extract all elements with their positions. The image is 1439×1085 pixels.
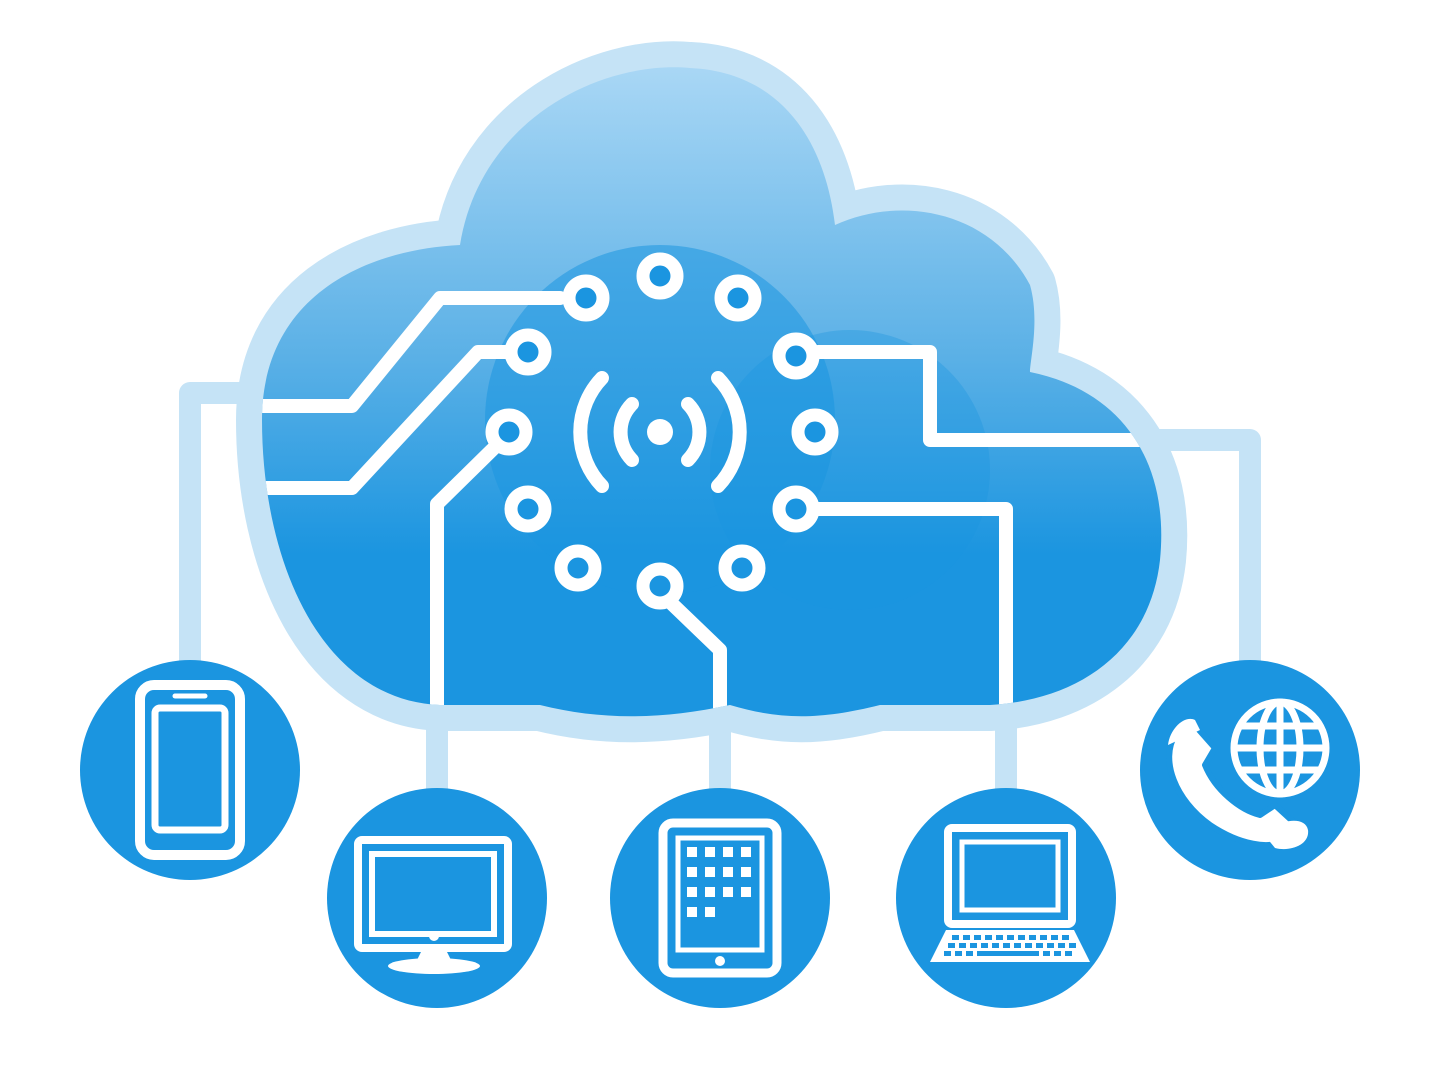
smartphone-icon bbox=[135, 680, 245, 860]
pad bbox=[718, 544, 766, 592]
laptop-icon bbox=[930, 824, 1090, 962]
device-smartphone bbox=[80, 660, 300, 880]
connector-phone-globe bbox=[1150, 429, 1261, 670]
tablet-app-grid bbox=[687, 847, 751, 917]
circuit-pads bbox=[485, 252, 839, 610]
circuit-traces bbox=[262, 291, 1162, 717]
monitor-icon bbox=[354, 836, 512, 974]
pad bbox=[562, 274, 610, 322]
telephone-handset-icon bbox=[1166, 718, 1309, 850]
device-internet-phone bbox=[1140, 660, 1360, 880]
pad bbox=[504, 328, 552, 376]
pad bbox=[636, 562, 684, 610]
pad bbox=[772, 485, 820, 533]
globe-icon bbox=[1230, 698, 1330, 798]
trace-mid-left bbox=[262, 345, 517, 495]
pad bbox=[714, 274, 762, 322]
device-tablet bbox=[610, 788, 830, 1008]
pad bbox=[636, 252, 684, 300]
laptop-keyboard bbox=[944, 935, 1076, 956]
pad bbox=[772, 332, 820, 380]
phone-globe-icon bbox=[1166, 698, 1330, 850]
trace-lower-left bbox=[430, 441, 501, 717]
pad bbox=[554, 544, 602, 592]
device-laptop bbox=[896, 788, 1116, 1008]
device-monitor bbox=[327, 788, 547, 1008]
wireless-signal-icon bbox=[573, 371, 747, 493]
trace-right-lower bbox=[811, 502, 1013, 717]
pad bbox=[485, 408, 533, 456]
pad bbox=[791, 408, 839, 456]
pad bbox=[504, 485, 552, 533]
trace-right-upper bbox=[811, 345, 1162, 447]
trace-top-left bbox=[262, 291, 567, 413]
tablet-icon bbox=[658, 818, 782, 978]
